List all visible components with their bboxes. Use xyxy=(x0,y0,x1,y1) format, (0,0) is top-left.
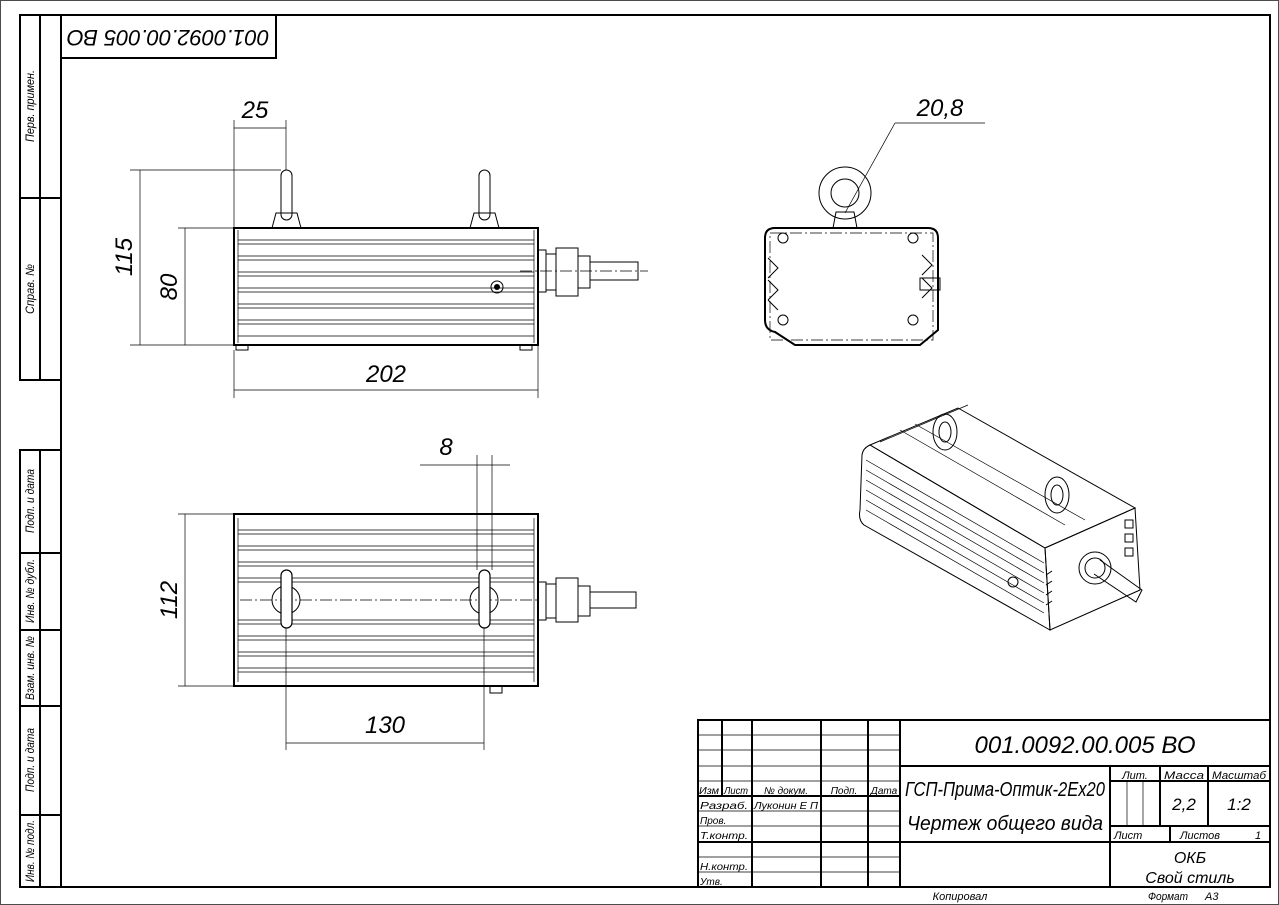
tb-role-tkontr: Т.контр. xyxy=(700,831,748,842)
dim-130: 130 xyxy=(365,712,406,739)
tb-scale-label: Масштаб xyxy=(1212,770,1267,782)
footer-format: А3 xyxy=(1204,891,1219,903)
tb-mass-label: Масса xyxy=(1164,770,1204,782)
tb-sheets: 1 xyxy=(1255,830,1261,842)
strip-label-sprav: Справ. № xyxy=(23,264,37,314)
tb-hdr-izm: Изм xyxy=(699,786,719,797)
tb-person-razrab: Луконин Е П xyxy=(753,801,819,812)
tb-role-utv: Утв. xyxy=(699,877,723,888)
rotated-designation-stamp: 001.0092.00.005 ВО xyxy=(60,14,277,59)
dim-202: 202 xyxy=(365,361,406,388)
strip-label-vzam-inv: Взам. инв. № xyxy=(23,636,37,700)
tb-role-razrab: Разраб. xyxy=(700,800,748,812)
strip-label-inv-dubl: Инв. № дубл. xyxy=(23,559,37,623)
tb-hdr-sign: Подп. xyxy=(831,786,858,797)
tb-org-line2: Свой стиль xyxy=(1145,870,1234,887)
front-view: 25 115 80 202 xyxy=(111,97,648,398)
tb-mass: 2,2 xyxy=(1171,795,1196,814)
isometric-view xyxy=(859,404,1143,631)
tb-role-nkontr: Н.контр. xyxy=(700,862,748,873)
tb-hdr-date: Дата xyxy=(870,786,898,797)
strip-label-podp-data-1: Подп. и дата xyxy=(23,469,37,533)
dim-8: 8 xyxy=(439,434,453,461)
tb-hdr-list: Лист xyxy=(723,786,748,797)
tb-sheets-label: Листов xyxy=(1179,830,1220,842)
tb-role-prov: Пров. xyxy=(700,816,726,827)
rotated-designation-text: 001.0092.00.005 ВО xyxy=(67,25,270,50)
tb-scale: 1:2 xyxy=(1227,795,1251,814)
strip-label-inv-podl: Инв. № подл. xyxy=(23,820,37,882)
left-strip: Перв. примен. Справ. № Подп. и дата Инв.… xyxy=(19,14,62,888)
tb-name-line1: ГСП-Прима-Оптик-2Ех20 xyxy=(905,779,1105,801)
dim-115: 115 xyxy=(111,237,138,276)
tb-sheet-label: Лист xyxy=(1113,830,1142,842)
tb-name-line2: Чертеж общего вида xyxy=(907,813,1103,835)
dim-112: 112 xyxy=(156,581,183,619)
strip-label-podp-data-2: Подп. и дата xyxy=(23,728,37,792)
title-block: 001.0092.00.005 ВО ГСП-Прима-Оптик-2Ех20… xyxy=(697,719,1271,888)
footer-format-label: Формат xyxy=(1148,891,1188,903)
dim-80: 80 xyxy=(156,273,183,300)
dim-20-8: 20,8 xyxy=(916,95,964,122)
tb-designation: 001.0092.00.005 ВО xyxy=(975,732,1196,759)
strip-label-perv-primen: Перв. примен. xyxy=(23,70,37,142)
tb-org-line1: ОКБ xyxy=(1174,850,1206,867)
footer-copied: Копировал xyxy=(933,891,988,903)
dim-25: 25 xyxy=(241,97,269,124)
top-view: 8 112 130 xyxy=(156,434,637,750)
tb-lit-label: Лит. xyxy=(1121,770,1148,782)
side-view: 20,8 xyxy=(764,95,985,346)
tb-hdr-doc: № докум. xyxy=(764,786,808,797)
